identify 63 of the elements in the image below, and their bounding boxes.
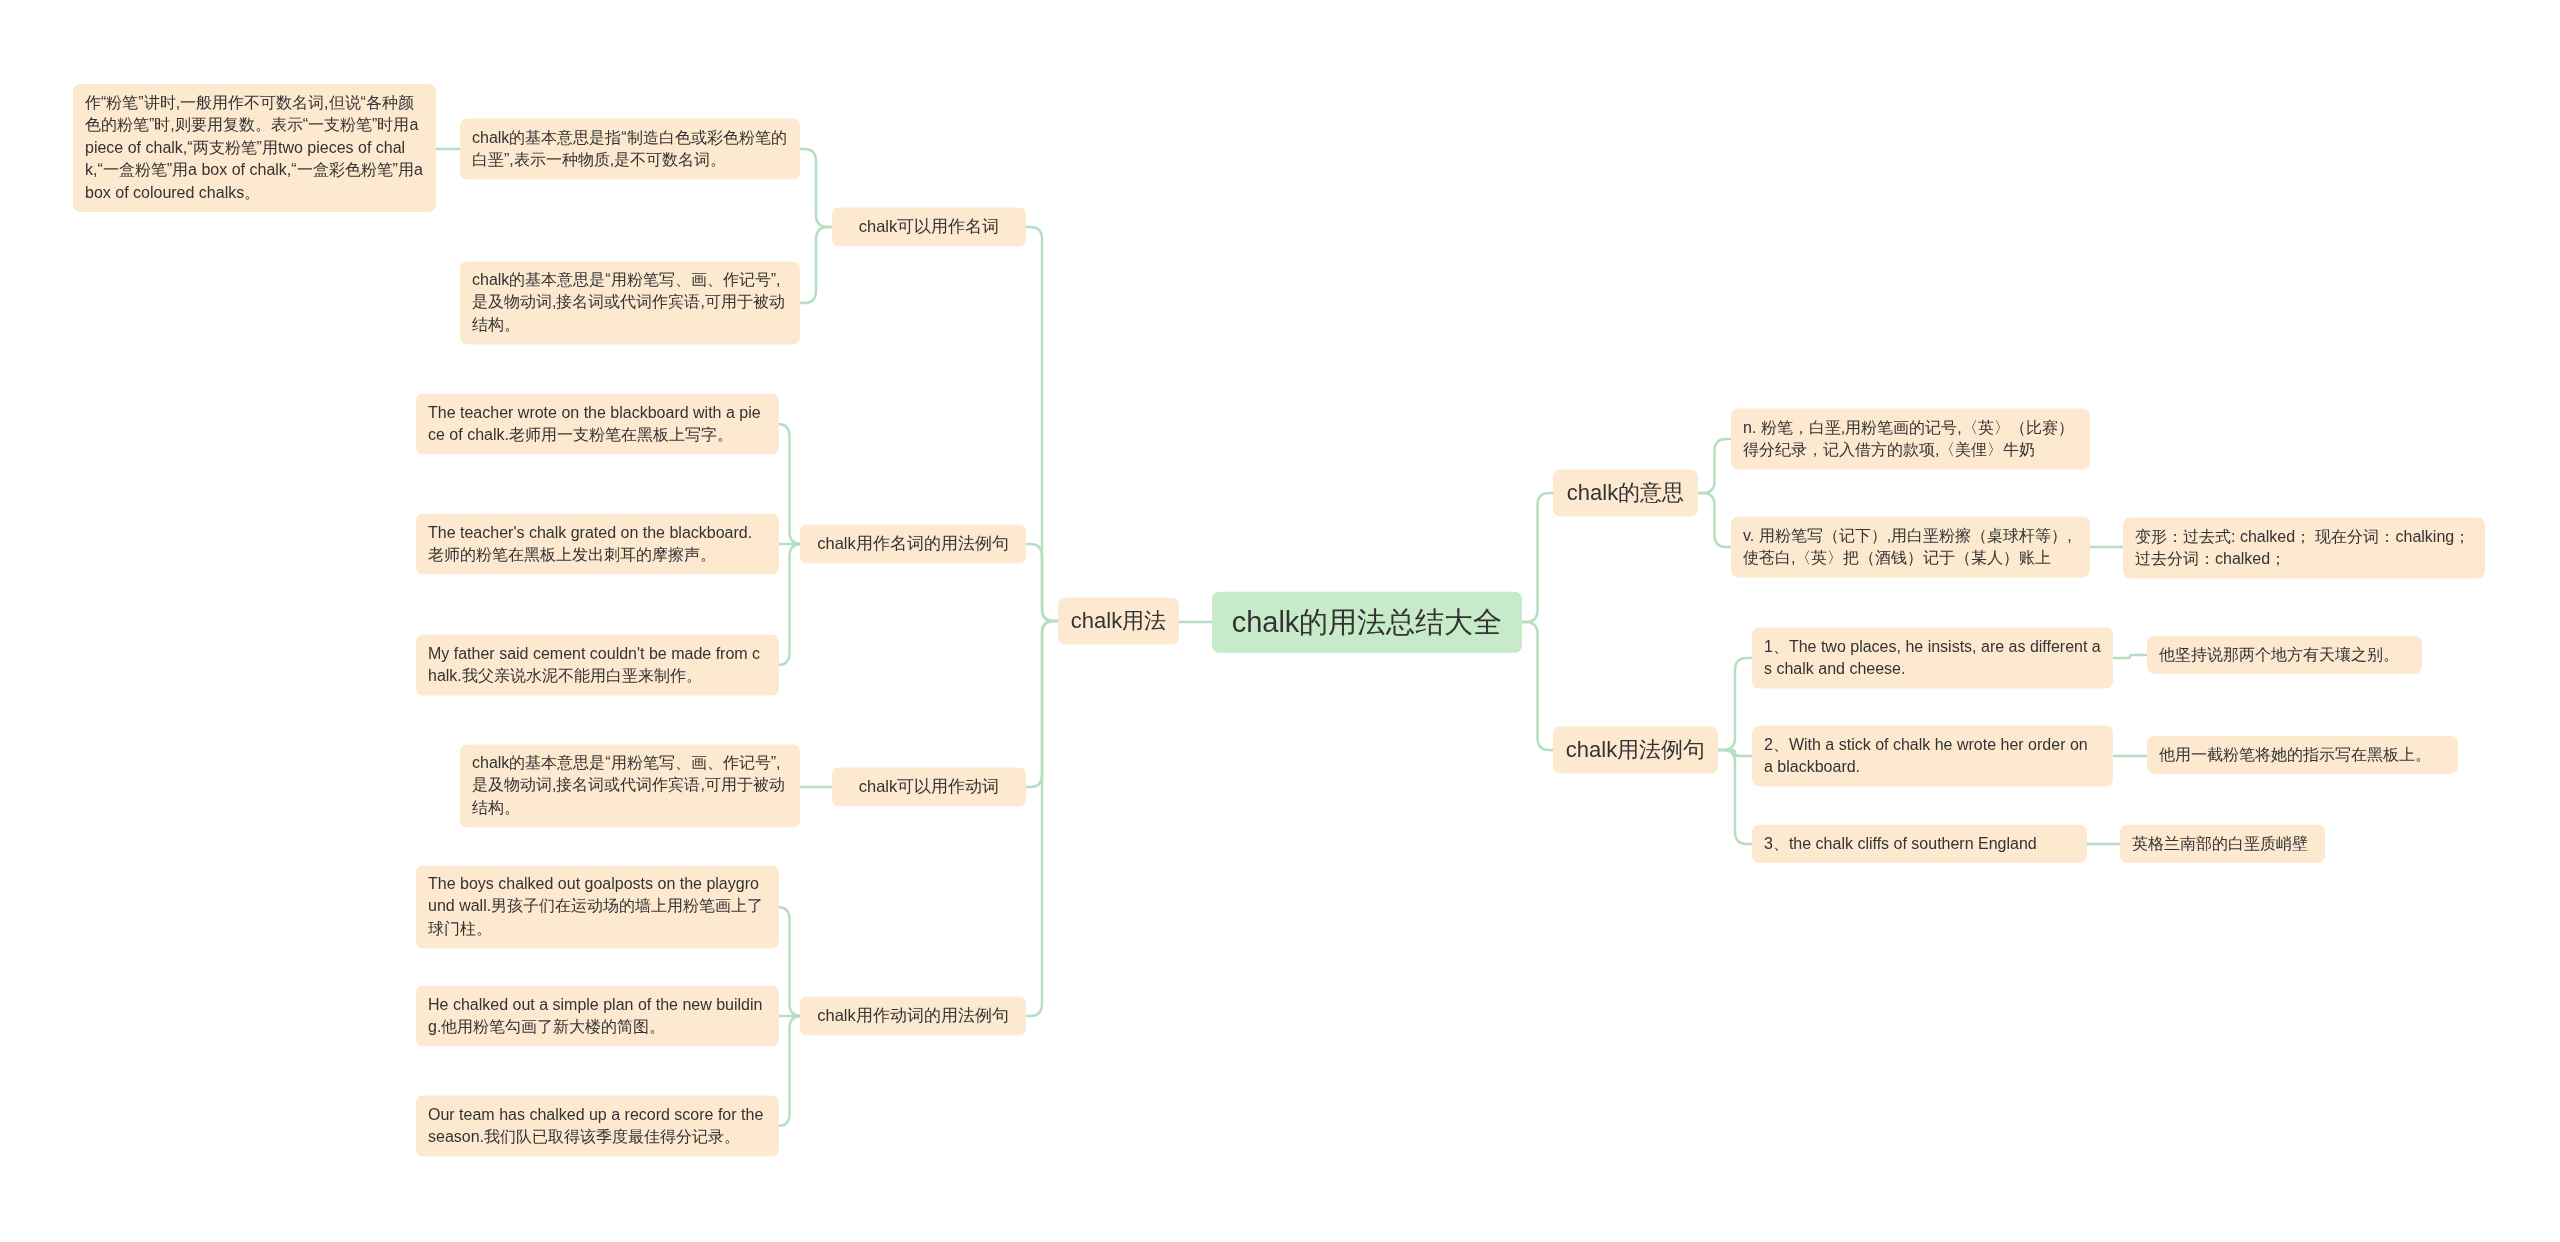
note-box xyxy=(1731,516,2090,578)
note-box xyxy=(2147,735,2458,775)
connector-line xyxy=(1698,491,1731,549)
subtopic-box xyxy=(800,996,1026,1036)
topic-text: My father said cement couldn't be made from chalk.我父亲说水泥不能用白垩来制作。 xyxy=(428,643,762,686)
topic-text: Our team has chalked up a record score for the season.我们队已取得该季度最佳得分记录。 xyxy=(428,1104,765,1147)
branch-topic-box xyxy=(1553,469,1698,517)
note-box xyxy=(1752,627,2113,689)
topic-text: v. 用粉笔写（记下）,用白垩粉擦（桌球杆等）,使苍白,〈英〉把（酒钱）记于（某人）账上 xyxy=(1743,525,2073,568)
note-box xyxy=(2123,517,2485,579)
note-box xyxy=(416,865,779,949)
topic-text: chalk用法例句 xyxy=(1565,735,1706,764)
subtopic-box xyxy=(800,524,1026,564)
topic-text: 1、The two places, he insists, are as different as chalk and cheese. xyxy=(1764,636,2101,679)
topic-text: chalk的基本意思是“用粉笔写、画、作记号”,是及物动词,接名词或代词作宾语,可用于被动结构。 xyxy=(472,270,786,336)
note-box xyxy=(416,513,779,575)
note-box xyxy=(416,393,779,455)
topic-text: 英格兰南部的白垩质峭壁 xyxy=(2132,833,2308,854)
note-box xyxy=(416,985,779,1047)
topic-text: chalk的基本意思是“用粉笔写、画、作记号”,是及物动词,接名词或代词作宾语,可用于被动结构。 xyxy=(472,753,786,819)
note-box xyxy=(1752,725,2113,787)
note-box xyxy=(416,634,779,696)
topic-text: The teacher wrote on the blackboard with a piece of chalk.老师用一支粉笔在黑板上写字。 xyxy=(428,402,762,445)
note-box xyxy=(73,84,436,212)
connector-line xyxy=(436,147,460,151)
topic-text: chalk用法 xyxy=(1070,606,1167,635)
note-box xyxy=(416,1095,779,1157)
topic-text: 他坚持说那两个地方有天壤之别。 xyxy=(2159,644,2399,665)
topic-text: The teacher's chalk grated on the blackboard.老师的粉笔在黑板上发出刺耳的摩擦声。 xyxy=(428,522,754,565)
topic-text: n. 粉笔，白垩,用粉笔画的记号,〈英〉（比赛）得分纪录，记入借方的款项,〈美俚〉牛奶 xyxy=(1743,417,2075,460)
topic-text: He chalked out a simple plan of the new building.他用粉笔勾画了新大楼的简图。 xyxy=(428,994,764,1037)
connector-line xyxy=(800,785,832,789)
note-box xyxy=(1731,408,2090,470)
connector-line xyxy=(1026,619,1058,1018)
topic-text: chalk可以用作动词 xyxy=(858,776,1000,798)
topic-text: chalk可以用作名词 xyxy=(858,216,1000,238)
connector-line xyxy=(2087,842,2120,846)
topic-text: The boys chalked out goalposts on the playground wall.男孩子们在运动场的墙上用粉笔画上了球门柱。 xyxy=(428,874,765,940)
note-box xyxy=(1752,824,2087,864)
note-box xyxy=(2147,635,2422,675)
topic-text: 变形：过去式: chalked； 现在分词：chalking；过去分词：chalked； xyxy=(2135,526,2472,569)
topic-text: 3、the chalk cliffs of southern England xyxy=(1764,833,2037,854)
connector-line xyxy=(1179,620,1212,624)
topic-text: 他用一截粉笔将她的指示写在黑板上。 xyxy=(2159,744,2431,765)
note-box xyxy=(460,261,800,345)
topic-text: chalk的基本意思是指“制造白色或彩色粉笔的白垩”,表示一种物质,是不可数名词。 xyxy=(472,127,788,170)
note-box xyxy=(460,744,800,828)
topic-text: chalk的用法总结大全 xyxy=(1231,604,1503,640)
note-box xyxy=(2120,824,2325,864)
branch-topic-box xyxy=(1058,597,1179,645)
connector-line xyxy=(2113,653,2147,660)
connector-line xyxy=(2090,545,2123,549)
topic-text: chalk用作动词的用法例句 xyxy=(817,1005,1009,1027)
topic-text: chalk用作名词的用法例句 xyxy=(817,533,1009,555)
connector-line xyxy=(2113,754,2147,758)
central-topic-box xyxy=(1212,591,1522,653)
topic-text: 作“粉笔”讲时,一般用作不可数名词,但说“各种颜色的粉笔”时,则要用复数。表示“一支粉笔”时用a piece of chalk,“两支粉笔”用two pieces of chalk,“一盒粉笔”用a box of chalk,“一盒彩色粉笔”用a box of coloured chalks。 xyxy=(85,93,424,203)
topic-text: 2、With a stick of chalk he wrote her order on a blackboard. xyxy=(1764,734,2089,777)
topic-text: chalk的意思 xyxy=(1566,478,1685,507)
subtopic-box xyxy=(832,207,1026,247)
branch-topic-box xyxy=(1553,726,1718,774)
note-box xyxy=(460,118,800,180)
subtopic-box xyxy=(832,767,1026,807)
